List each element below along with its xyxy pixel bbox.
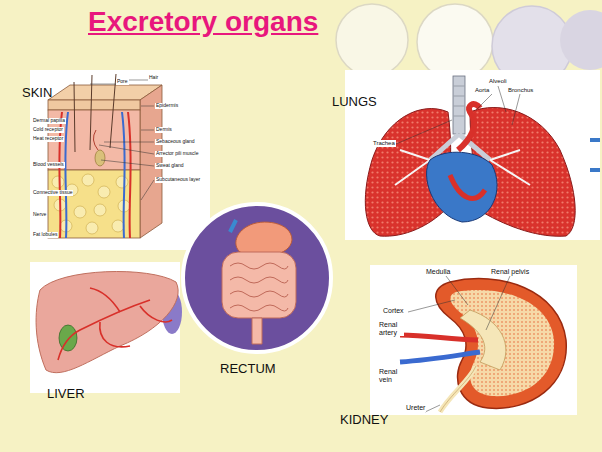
part-label: Trachea <box>372 140 396 147</box>
part-label: Cortex <box>382 307 405 315</box>
part-label: Connective tissue <box>32 190 73 196</box>
part-label: Hair <box>148 75 159 81</box>
part-label: Ureter <box>405 404 426 412</box>
part-label: Blood vessels <box>32 162 65 168</box>
part-label: Sweat gland <box>155 163 185 169</box>
part-label: Nerve <box>32 212 47 218</box>
part-label: Dermis <box>155 127 173 133</box>
part-label: Subcutaneous layer <box>155 177 201 183</box>
organ-label: LIVER <box>47 387 85 401</box>
part-label: Fat lobules <box>32 232 58 238</box>
part-label: Sebaceous gland <box>155 139 196 145</box>
organ-label: RECTUM <box>220 362 276 376</box>
part-label: Epidermis <box>155 103 179 109</box>
part-label: Pore <box>116 79 129 85</box>
organ-label: SKIN <box>22 86 52 100</box>
slide-title: Excretory organs <box>88 6 318 38</box>
organ-label: KIDNEY <box>340 413 388 427</box>
organ-label: LUNGS <box>332 95 377 109</box>
part-label: Bronchus <box>507 87 534 94</box>
part-label: Aorta <box>474 87 490 94</box>
part-label: Dermal papilla <box>32 118 66 124</box>
part-label: Heat receptor <box>32 136 64 142</box>
part-label: Renal pelvis <box>490 268 530 276</box>
part-label: Renal artery <box>378 321 404 336</box>
part-label: Cold receptor <box>32 127 64 133</box>
part-label: Medulla <box>425 268 452 276</box>
part-label: Renal vein <box>378 368 404 383</box>
part-label: Alveoli <box>488 78 508 85</box>
part-label: Arrector pili muscle <box>155 151 200 157</box>
